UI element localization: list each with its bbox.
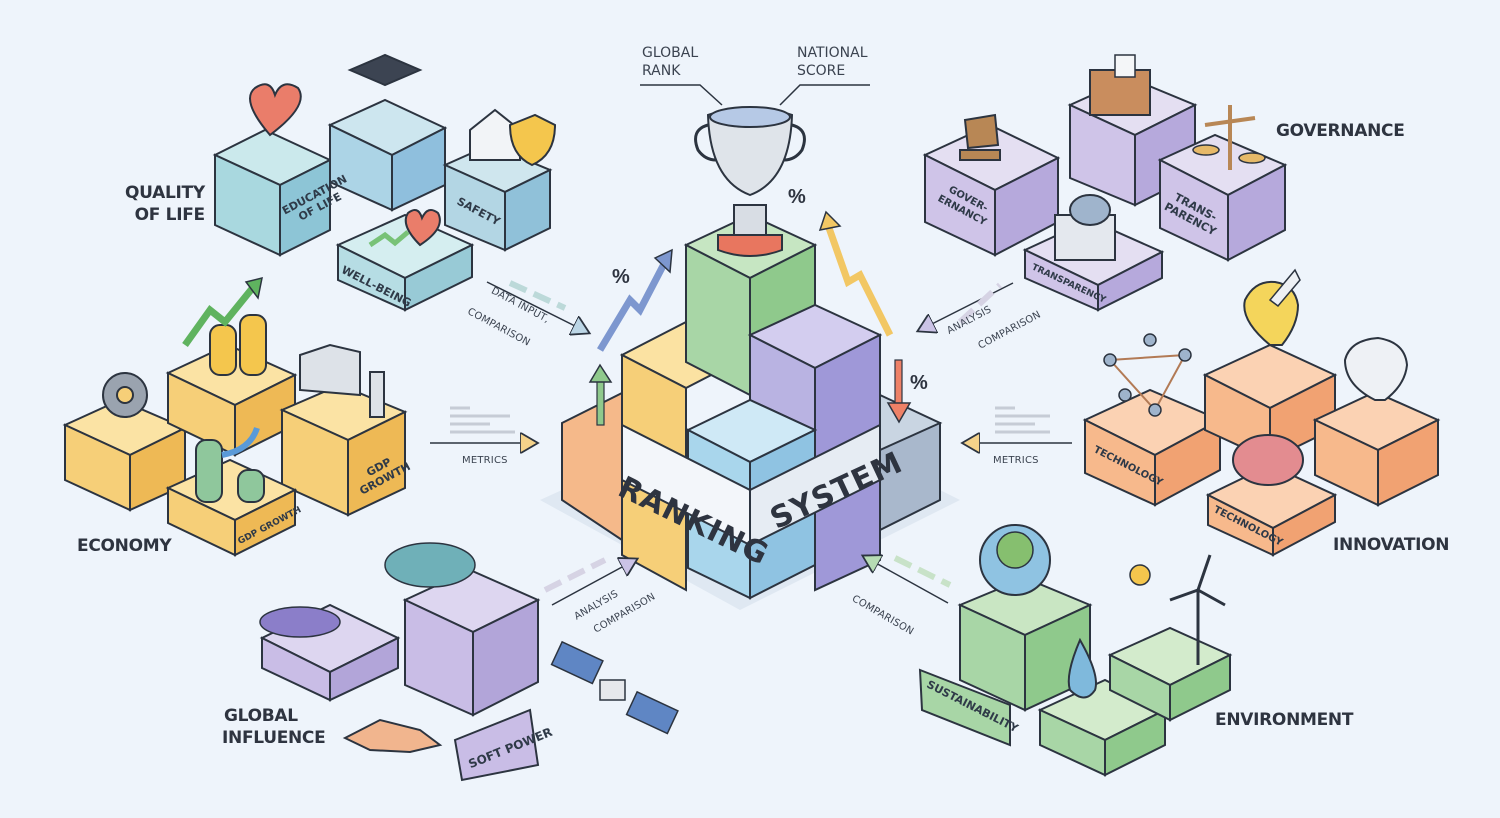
percent-icon-top: % <box>788 186 806 208</box>
government-building-icon <box>1054 194 1116 261</box>
satellite-icon <box>550 640 679 735</box>
brain-icon <box>1232 434 1304 486</box>
trend-up-arrow-blue <box>596 248 673 352</box>
heart-pulse-icon <box>249 83 302 137</box>
category-global-influence: GLOBAL INFLUENCE <box>222 706 326 748</box>
category-quality-of-life: QUALITY OF LIFE <box>125 183 205 225</box>
ranking-system-platform <box>540 213 960 610</box>
brain-bulb-icon <box>1343 336 1409 401</box>
world-map-icon <box>384 542 476 588</box>
gavel-icon <box>959 113 1001 161</box>
national-score-label: NATIONAL SCORE <box>797 45 868 79</box>
environment-blocks <box>918 576 1233 777</box>
category-innovation: INNOVATION <box>1333 535 1450 555</box>
category-governance: GOVERNANCE <box>1276 121 1405 141</box>
scales-icon <box>1192 105 1266 170</box>
percent-icon-left: % <box>612 266 630 288</box>
shield-icon <box>508 113 557 167</box>
water-drop-icon <box>1067 637 1097 699</box>
connector-label-metrics-right: METRICS <box>993 455 1039 466</box>
coins-stack-icon <box>195 314 267 503</box>
trend-down-arrow-red <box>886 359 912 424</box>
network-nodes-icon <box>1103 333 1192 417</box>
global-rank-label: GLOBAL RANK <box>642 45 699 79</box>
connector-label-metrics-left: METRICS <box>462 455 508 466</box>
growth-arrow-icon <box>182 282 258 348</box>
category-economy: ECONOMY <box>77 536 172 556</box>
trend-arrow-yellow <box>818 210 894 337</box>
category-environment: ENVIRONMENT <box>1215 710 1354 730</box>
trophy-icon <box>694 106 806 257</box>
economy-blocks <box>62 343 408 557</box>
handshake-icon <box>342 718 443 754</box>
factory-icon <box>299 343 361 397</box>
connector-arrows <box>430 280 1072 606</box>
trend-up-arrow-green <box>588 363 613 426</box>
sun-icon <box>1129 564 1151 586</box>
percent-icon-right: % <box>910 372 928 394</box>
rocket-icon <box>1268 268 1301 308</box>
graduation-cap-icon <box>347 53 423 87</box>
heart-icon <box>404 208 441 247</box>
